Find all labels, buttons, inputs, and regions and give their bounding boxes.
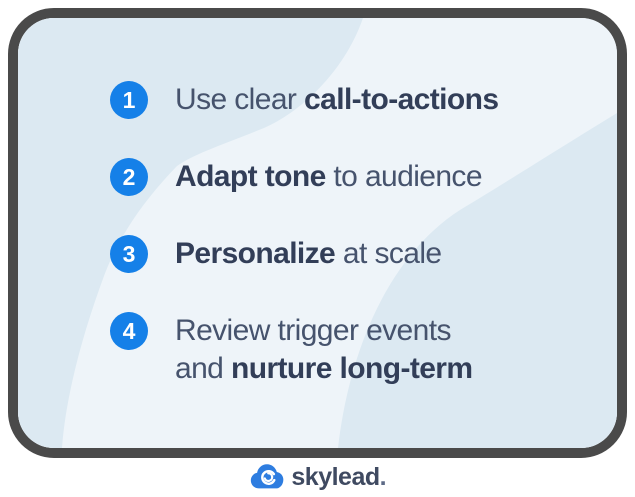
item-text: Adapt tone to audience [175,160,483,193]
list-item: 2 Adapt tone to audience [110,158,498,196]
skylead-cloud-logo-icon [248,461,286,494]
list-item: 1 Use clear call-to-actions [110,81,499,119]
tips-card: 1 Use clear call-to-actions 2 Adapt tone… [8,8,627,458]
item-number-badge: 4 [110,312,148,350]
tips-list: 1 Use clear call-to-actions 2 Adapt tone… [110,81,499,388]
brand-footer: skylead. [0,458,635,497]
item-text: Personalize at scale [175,237,442,270]
brand-name: skylead [291,463,380,491]
item-number-badge: 2 [110,158,148,196]
swoosh-background [18,18,617,448]
item-number-badge: 3 [110,235,148,273]
list-item: 3 Personalize at scale [110,235,498,273]
item-number-badge: 1 [110,81,148,119]
brand-dot: . [379,463,387,491]
item-text: Use clear call-to-actions [175,83,499,116]
